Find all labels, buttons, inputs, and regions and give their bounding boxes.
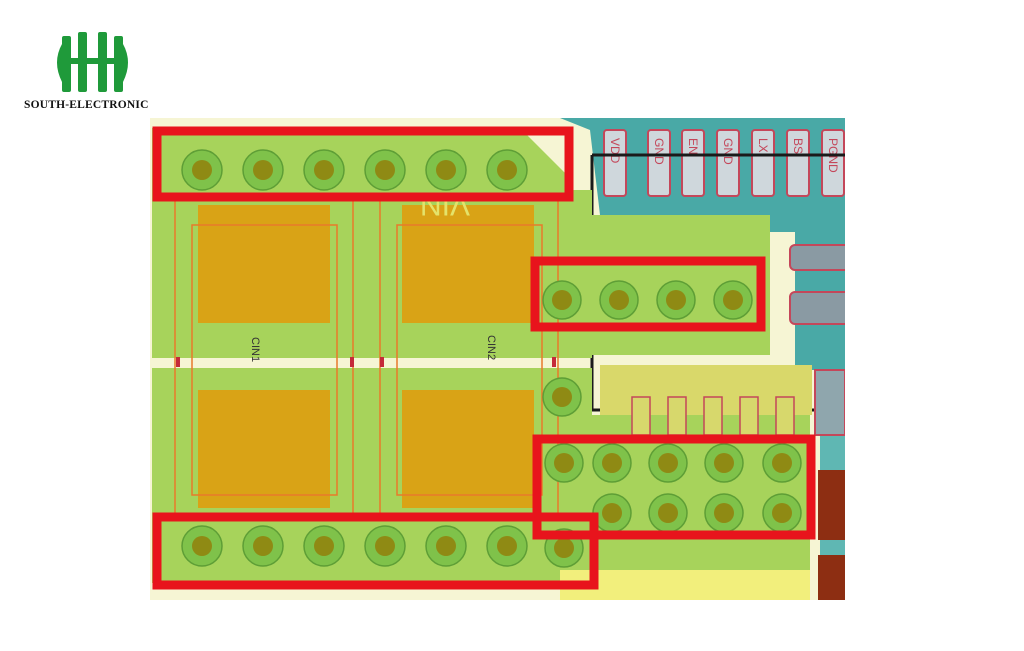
capacitor-label-cin1: CIN1 <box>249 337 261 362</box>
capacitor-label-cin2: CIN2 <box>485 335 497 360</box>
via-array <box>181 149 802 568</box>
ic-pin-label: EN <box>686 138 700 155</box>
ic-pin-label: BS <box>791 138 805 154</box>
south-electronic-logo <box>57 32 128 92</box>
ic-pin-label: GND <box>721 138 735 165</box>
highlight-boxes <box>152 126 816 590</box>
ic-pin-row: VDD GND EN GND LX BS PGND <box>603 129 845 197</box>
highlight-right-via-grid <box>532 434 816 540</box>
highlight-top-via-row <box>152 126 574 202</box>
highlight-bottom-via-row <box>152 512 599 590</box>
ic-pin-label: VDD <box>608 138 622 164</box>
brand-name: SOUTH-ELECTRONIC <box>24 99 149 111</box>
ic-pin-label: GND <box>652 138 666 165</box>
ic-pin-label: LX <box>756 138 770 153</box>
highlight-middle-via-row <box>530 256 766 332</box>
